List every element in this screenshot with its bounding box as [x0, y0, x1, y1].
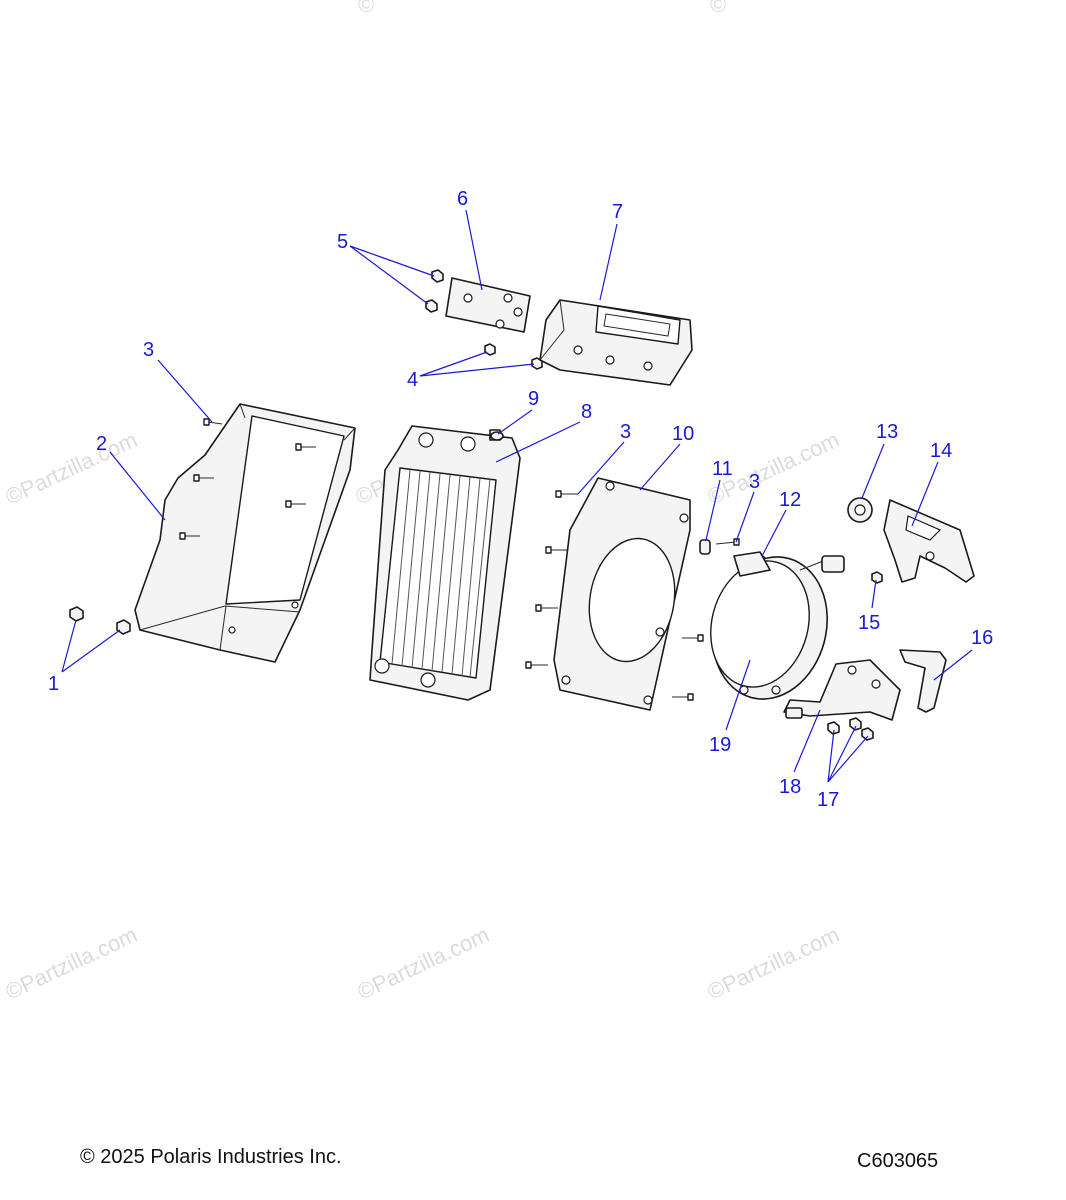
callout-6: 6: [457, 188, 468, 210]
callout-14: 14: [930, 440, 952, 462]
part-13-grommet: [847, 497, 873, 523]
part-15-screw: [871, 571, 883, 584]
watermark-top-fragment-right: ©: [710, 0, 726, 17]
part-6-bracket: [445, 277, 531, 333]
part-18-mount: [783, 659, 901, 721]
callout-5: 5: [337, 231, 348, 253]
shroud-screws: [179, 418, 316, 540]
watermark-5: ©Partzilla.com: [354, 922, 493, 1005]
part-8-radiator: [369, 425, 521, 701]
callout-12: 12: [779, 489, 801, 511]
radiator-fins: [391, 469, 491, 678]
part-9-cap: [490, 431, 504, 441]
part-2-shroud: [134, 403, 356, 663]
watermark-top-fragment: ©: [358, 0, 374, 17]
callout-3-right: 3: [749, 471, 760, 493]
copyright-notice: © 2025 Polaris Industries Inc.: [80, 1146, 342, 1168]
leader-lines: [61, 209, 973, 783]
callout-4: 4: [407, 369, 418, 391]
part-1-nuts: [69, 606, 131, 635]
callout-7: 7: [612, 201, 623, 223]
callout-11: 11: [712, 458, 733, 480]
part-17-nuts: [827, 717, 874, 741]
callout-15: 15: [858, 612, 880, 634]
callout-19: 19: [709, 734, 731, 756]
part-16-bracket: [899, 649, 947, 713]
part-11-clip: [699, 539, 711, 555]
part-19-fan: [710, 551, 845, 700]
callout-18: 18: [779, 776, 801, 798]
callout-1: 1: [48, 673, 59, 695]
watermark-4: ©Partzilla.com: [2, 922, 141, 1005]
callout-3-middle: 3: [620, 421, 631, 443]
callout-labels: 1 2 3 3 3 4 5 6 7 8 9 10 11 12 13 14 15 …: [48, 188, 993, 811]
callout-8: 8: [581, 401, 592, 423]
callout-3-left: 3: [143, 339, 154, 361]
watermark-6: ©Partzilla.com: [704, 922, 843, 1005]
fan-plate-screws: [525, 490, 704, 701]
callout-13: 13: [876, 421, 898, 443]
part-3-screw-right: [715, 538, 740, 546]
part-14-bracket: [883, 499, 975, 583]
part-4-bolts: [484, 343, 543, 370]
watermark-1: ©Partzilla.com: [2, 427, 141, 510]
figure-id: C603065: [857, 1150, 939, 1172]
callout-9: 9: [528, 388, 539, 410]
part-5-bolts: [425, 269, 444, 313]
callout-17: 17: [817, 789, 839, 811]
callout-2: 2: [96, 433, 107, 455]
part-10-fan-plate: [553, 477, 691, 711]
callout-10: 10: [672, 423, 694, 445]
callout-16: 16: [971, 627, 993, 649]
part-7-controller: [539, 299, 693, 386]
